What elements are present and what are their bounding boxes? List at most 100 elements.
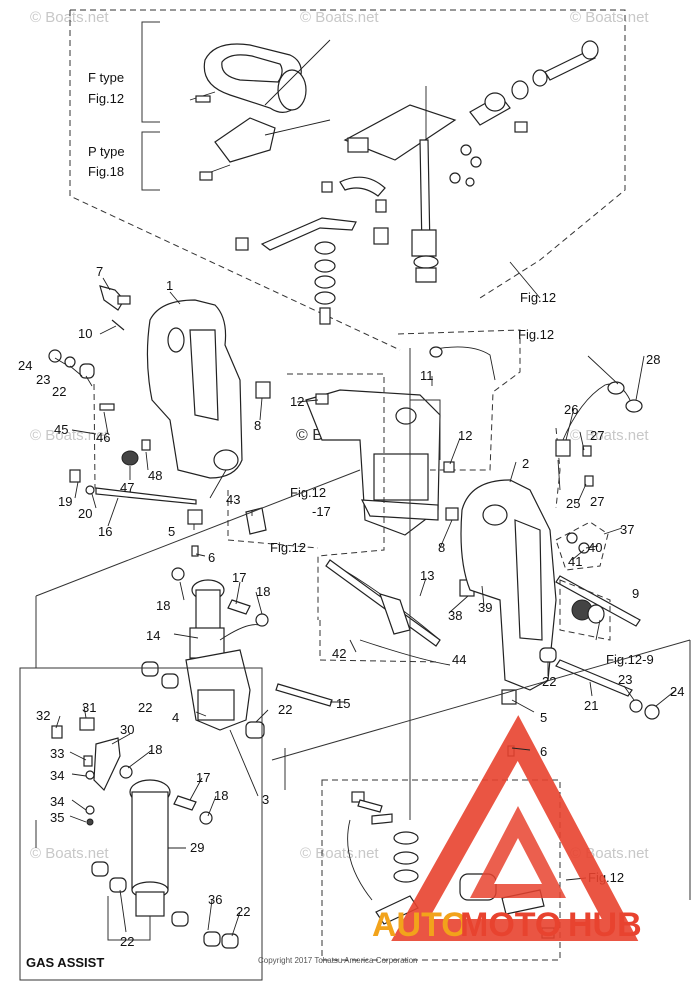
cable-end xyxy=(429,346,443,358)
f-type-handle xyxy=(189,43,307,113)
part-number: 8 xyxy=(438,540,445,555)
p-type-fig: Fig.18 xyxy=(88,164,124,179)
part-number: 4 xyxy=(172,710,179,725)
mid-frame xyxy=(287,373,385,620)
part-number: 32 xyxy=(36,708,50,723)
link-frame xyxy=(319,620,441,663)
bush-22-left xyxy=(79,363,95,379)
type-bracket xyxy=(141,21,160,191)
screw-6 xyxy=(191,545,199,557)
part-number: 34 xyxy=(50,768,64,783)
tilt-cylinder-14 xyxy=(185,579,251,731)
part-number: 22 xyxy=(52,384,66,399)
sensor-28a xyxy=(607,381,625,395)
part-number: 23 xyxy=(618,672,632,687)
bolt-7 xyxy=(99,285,131,311)
part-number: 38 xyxy=(448,608,462,623)
part-number: 5 xyxy=(168,524,175,539)
part-number: 14 xyxy=(146,628,160,643)
fig12-mid-ref: Fig.12 xyxy=(290,485,326,500)
part-number: 22 xyxy=(278,702,292,717)
washer-24 xyxy=(48,349,62,363)
part-number: 33 xyxy=(50,746,64,761)
leader-44 xyxy=(359,639,451,666)
bush-36 xyxy=(203,931,221,947)
perspective-lines xyxy=(35,469,691,900)
swivel-bracket xyxy=(305,389,441,536)
part-number: 43 xyxy=(226,492,240,507)
part-number: 36 xyxy=(208,892,222,907)
fig12-mid-frame xyxy=(227,490,319,549)
p-type-label: P type xyxy=(88,144,125,159)
watermark: © Boats.net xyxy=(30,427,109,444)
bolt-12a xyxy=(315,393,329,405)
part-number: 12 xyxy=(290,394,304,409)
part-number: 44 xyxy=(452,652,466,667)
screw-46 xyxy=(99,403,115,411)
part-number: 1 xyxy=(166,278,173,293)
part-number: 9 xyxy=(632,586,639,601)
part-number: 18 xyxy=(256,584,270,599)
part-number: 13 xyxy=(420,568,434,583)
lower-tiller-parts xyxy=(347,791,555,939)
nut-35 xyxy=(86,818,94,826)
copyright-text: Copyright 2017 Tohatsu America Corporati… xyxy=(258,956,418,965)
screw-27b xyxy=(584,475,594,487)
neg17-ref: -17 xyxy=(312,504,331,519)
part-number: 22 xyxy=(138,700,152,715)
part-number: 6 xyxy=(540,744,547,759)
part-number: 24 xyxy=(18,358,32,373)
part-number: 46 xyxy=(96,430,110,445)
part-number: 20 xyxy=(78,506,92,521)
part-number: 27 xyxy=(590,494,604,509)
washer-40 xyxy=(566,532,578,544)
screw-48 xyxy=(141,439,151,451)
clip-18b xyxy=(171,567,185,581)
watermark: © Boats.net xyxy=(300,845,379,862)
part-number: 19 xyxy=(58,494,72,509)
watermark: © Boats.net xyxy=(30,845,109,862)
f-type-label: F type xyxy=(88,70,124,85)
part-31 xyxy=(79,717,95,731)
p-type-bracket xyxy=(199,117,276,181)
plate-47 xyxy=(121,450,139,466)
washer-20 xyxy=(85,485,95,495)
gas-assist-label: GAS ASSIST xyxy=(26,955,104,970)
bolt-8b xyxy=(445,507,459,521)
part-number: 45 xyxy=(54,422,68,437)
bush-22d xyxy=(91,861,109,877)
part-number: 12 xyxy=(458,428,472,443)
bolt-9 xyxy=(555,575,641,627)
part-number: 24 xyxy=(670,684,684,699)
fig12-link-ref: Fig.12 xyxy=(518,327,554,342)
watermark: © Boats.net xyxy=(300,9,379,26)
bracket-2 xyxy=(460,479,557,691)
part-number: 28 xyxy=(646,352,660,367)
part-number: 8 xyxy=(254,418,261,433)
watermark: © Boats.net xyxy=(570,9,649,26)
f-type-fig: Fig.12 xyxy=(88,91,124,106)
logo-text-hub: HUB xyxy=(568,906,642,944)
bush-22a xyxy=(141,661,159,677)
washer-23-right xyxy=(629,699,643,713)
part-number: 42 xyxy=(332,646,346,661)
bush-22e xyxy=(109,877,127,893)
part-number: 34 xyxy=(50,794,64,809)
part-number: 35 xyxy=(50,810,64,825)
part-number: 40 xyxy=(588,540,602,555)
upper-group-outline xyxy=(69,9,626,351)
plate-43 xyxy=(245,507,267,535)
shaft-21 xyxy=(555,659,633,697)
washer-41 xyxy=(578,542,590,554)
part-number: 47 xyxy=(120,480,134,495)
part-number: 37 xyxy=(620,522,634,537)
part-number: 48 xyxy=(148,468,162,483)
part-number: 18 xyxy=(214,788,228,803)
group-37-frame xyxy=(555,521,609,571)
washer-12-9b xyxy=(587,604,605,624)
part-number: 17 xyxy=(232,570,246,585)
fig12-upper-leader xyxy=(509,261,541,299)
part-number: 3 xyxy=(262,792,269,807)
wire-14 xyxy=(219,624,263,641)
clip-18d xyxy=(199,811,213,825)
